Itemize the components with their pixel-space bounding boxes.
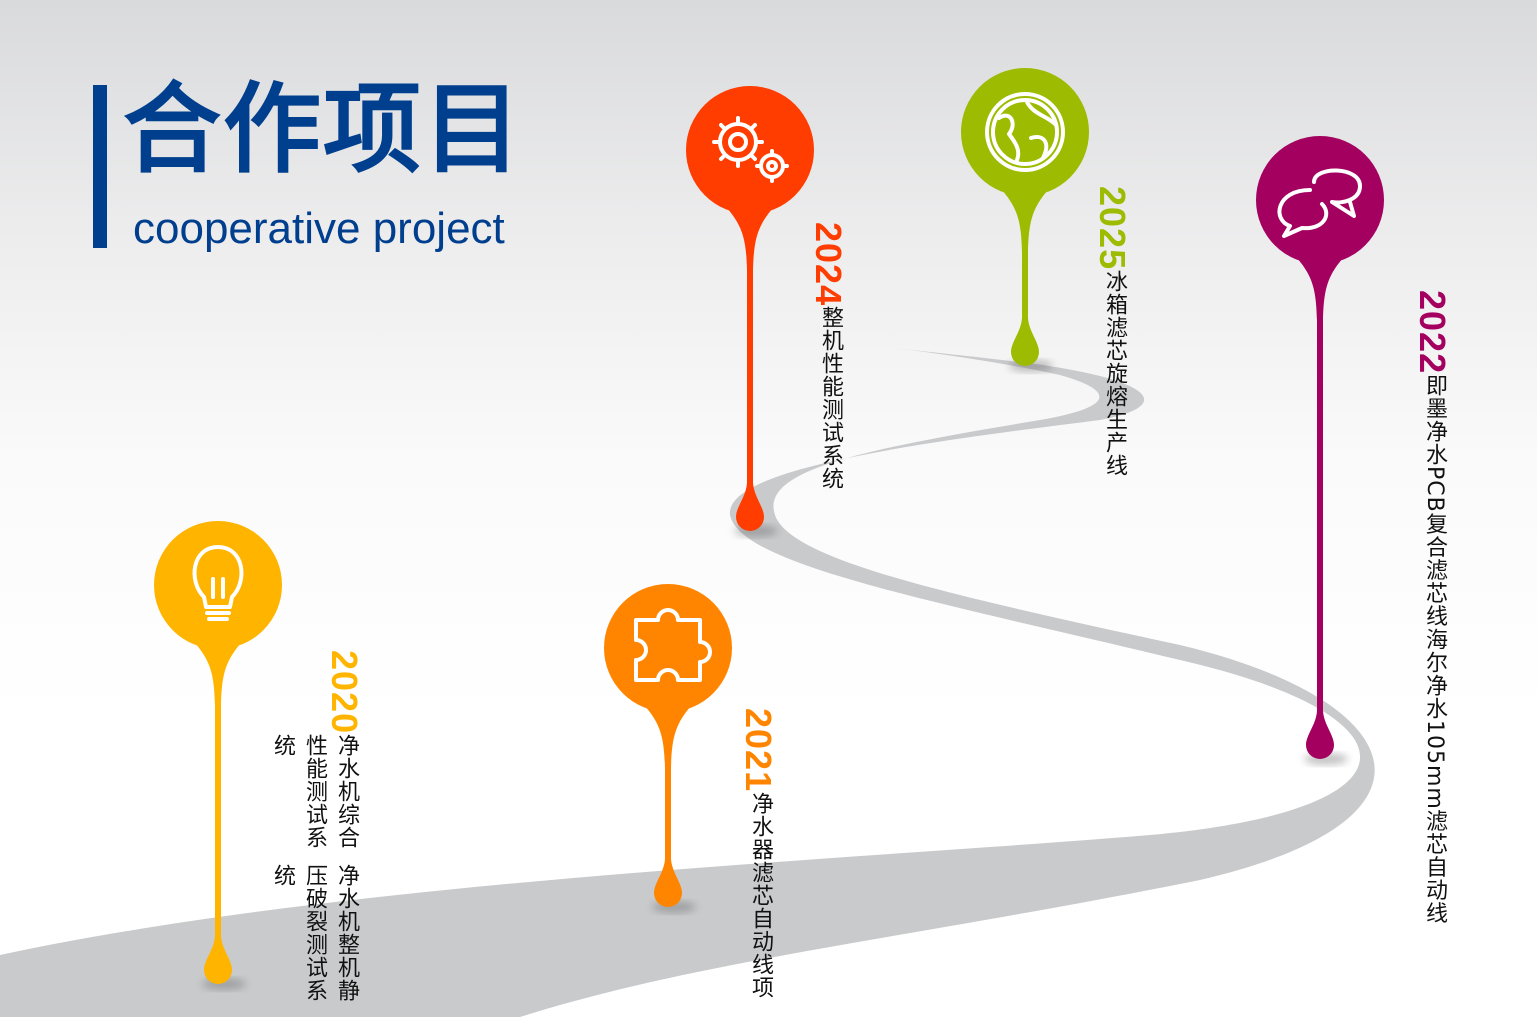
milestone-pin-2024	[686, 86, 814, 537]
globe-icon	[985, 92, 1065, 172]
page-subtitle: cooperative project	[133, 204, 505, 253]
milestone-pin-2025	[961, 68, 1089, 372]
milestone-year: 2022	[1412, 290, 1453, 375]
lightbulb-icon	[192, 545, 244, 621]
road	[0, 347, 1375, 1017]
milestone-project: 冰箱滤芯旋熔生产线	[1102, 270, 1127, 478]
milestone-year: 2024	[808, 222, 849, 307]
gears-icon	[712, 116, 789, 183]
milestone-project: 整机性能测试系统	[818, 306, 843, 491]
milestone-year: 2025	[1092, 186, 1133, 271]
page-title: 合作项目	[123, 73, 524, 187]
milestone-pin-2020	[154, 521, 282, 990]
title-accent-bar	[93, 85, 107, 248]
milestone-project: 即墨净水PCB复合滤芯线	[1422, 374, 1447, 628]
milestone-year: 2020	[324, 650, 365, 735]
chat-bubbles-icon	[1277, 168, 1362, 238]
milestone-pin-2022	[1256, 136, 1384, 765]
milestone-project: 净水机整机静压破裂测试系统	[270, 863, 359, 1002]
milestone-project: 海尔净水105mm滤芯自动线	[1422, 627, 1447, 925]
puzzle-icon	[634, 608, 712, 682]
milestone-project: 净水器滤芯自动线项	[748, 792, 773, 1000]
milestone-project: 净水机综合性能测试系统	[270, 734, 359, 850]
milestone-year: 2021	[738, 708, 779, 793]
milestone-pin-2021	[604, 584, 732, 913]
